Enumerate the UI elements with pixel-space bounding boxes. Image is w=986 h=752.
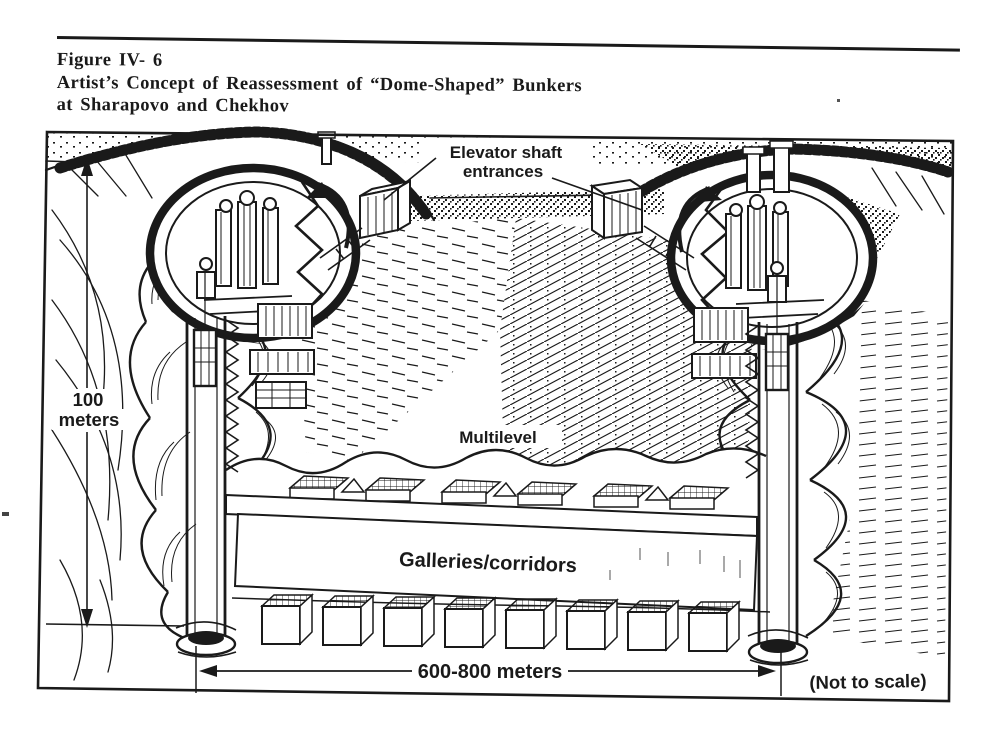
elevator-label-line1: Elevator shaft — [450, 143, 563, 162]
right-shaft-base — [760, 639, 796, 653]
span-extension-ticks — [195, 644, 782, 696]
scale-note-label: (Not to scale) — [809, 670, 927, 693]
depth-baseline — [45, 623, 185, 627]
rock-cavern-line — [225, 447, 767, 475]
right-dome-swirl — [677, 186, 711, 253]
right-dome-bunker — [589, 140, 878, 379]
elevator-callout: Elevator shaft entrances — [383, 139, 643, 211]
depth-dimension: 100 meters — [45, 157, 185, 628]
left-shaft-sawtooth — [224, 319, 240, 473]
multilevel-label: Multilevel — [459, 428, 536, 447]
bunker-boxes — [260, 593, 741, 653]
span-arrowhead-left — [199, 665, 217, 677]
multilevel-callout: Multilevel — [436, 425, 562, 448]
right-slope-dashes — [826, 300, 948, 658]
left-dome-arrowhead — [306, 182, 330, 198]
left-elevator-car — [192, 328, 218, 388]
depth-arrowhead-down — [81, 609, 93, 628]
galleries-slab — [225, 493, 771, 613]
right-dome-arrowhead — [700, 186, 722, 202]
elevator-label-line2: entrances — [463, 162, 543, 181]
depth-unit-label: meters — [59, 409, 120, 430]
right-elevator-car — [764, 332, 790, 392]
depth-value-label: 100 — [73, 389, 104, 410]
scan-artifact — [2, 512, 9, 516]
left-dome-interior — [203, 190, 293, 315]
span-label: 600-800 meters — [418, 661, 563, 683]
left-entrance-building — [319, 179, 411, 271]
left-shaft-base — [188, 631, 224, 645]
span-dimension: 600-800 meters (Not to scale) — [195, 644, 948, 696]
scan-speck — [837, 99, 840, 102]
right-shaft-sawtooth — [744, 325, 760, 479]
left-entrance-ramp — [319, 227, 371, 271]
elevator-leader-lines — [383, 157, 643, 211]
left-shaft-machinery — [196, 257, 315, 409]
right-entrance-ramp — [635, 225, 695, 271]
left-dome-bunker — [145, 131, 411, 409]
left-elevator-shaft — [175, 272, 240, 658]
figure-frame — [36, 130, 955, 703]
multilevel-platforms — [288, 475, 730, 510]
left-dome-vent — [321, 135, 332, 165]
span-arrowhead-right — [758, 665, 776, 677]
slab-marks — [609, 548, 741, 580]
depth-arrowhead-up — [81, 157, 93, 176]
right-elevator-shaft — [744, 276, 809, 666]
left-mound-rubble — [54, 126, 432, 220]
right-dome-interior — [725, 194, 825, 319]
right-dome-vents — [742, 140, 794, 193]
